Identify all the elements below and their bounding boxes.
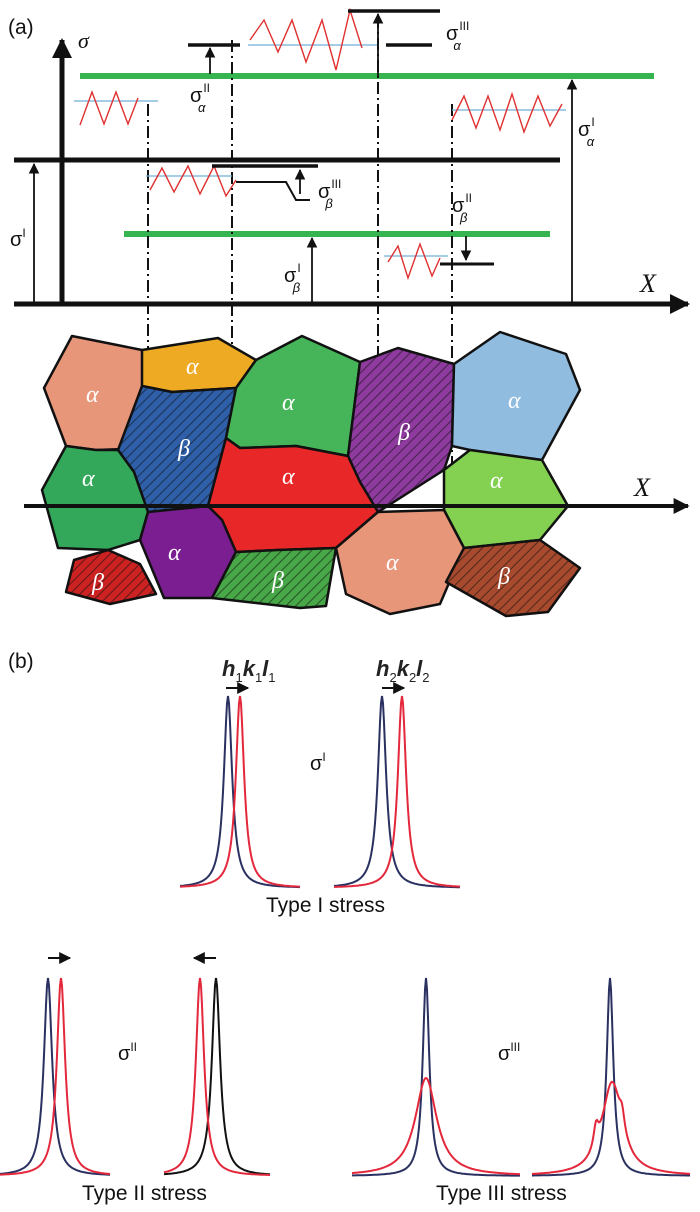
peak-type1-hkl1-shifted — [179, 695, 301, 888]
peak-type3-b-broadened — [532, 1080, 690, 1175]
grain-label: α — [168, 540, 181, 566]
peak-type2-a-shifted — [0, 977, 111, 1176]
peak-type3-a-broadened — [351, 1076, 521, 1176]
x-axis-top-label: X — [639, 269, 657, 298]
grain-label: α — [282, 390, 295, 416]
zigzag-beta-left — [149, 164, 237, 198]
sigma-I-label: σI — [10, 226, 26, 251]
grain-beta-brown-hatch-overlay — [446, 540, 580, 616]
grain-alpha-lightgreen — [442, 448, 570, 550]
grain-label: α — [186, 354, 199, 380]
grain-label: β — [497, 564, 510, 590]
grain-microstructure: α α β α β α α α α α β β α β X — [24, 330, 690, 618]
grain-label: α — [490, 468, 503, 494]
peak-type3-a-reference — [352, 977, 520, 1177]
diffraction-peaks — [0, 695, 690, 1177]
sigma-III-beta-bracket — [236, 181, 310, 201]
peak-type1-hkl2-reference — [334, 695, 460, 889]
sigma-III-b-label: σIII — [498, 1040, 520, 1065]
grain-beta-green-bottom-hatch-overlay — [212, 548, 336, 608]
sigma-I-b-label: σI — [310, 750, 326, 775]
sigma-II-b-label: σII — [118, 1040, 137, 1065]
x-axis-grains-label: X — [633, 473, 651, 502]
peak-type2-a-reference — [0, 977, 110, 1176]
peak-type2-b-black — [163, 977, 270, 1176]
grain-beta-purple-hatch-overlay — [348, 348, 454, 512]
hkl-1-label: h1k1l1 — [222, 656, 276, 685]
type-II-caption: Type II stress — [82, 1182, 207, 1205]
grain-beta-blue-hatch-overlay — [118, 386, 236, 512]
type-I-caption: Type I stress — [266, 894, 385, 917]
grain-label: α — [86, 382, 99, 408]
grain-alpha-lightblue — [450, 330, 582, 462]
grain-label: α — [508, 388, 521, 414]
panel-b-label: (b) — [8, 650, 34, 673]
zigzag-beta-right — [387, 241, 441, 281]
peak-type2-b-shifted — [163, 977, 270, 1176]
grain-label: α — [82, 466, 95, 492]
panel-a-label: (a) — [8, 16, 34, 39]
zigzag-traces — [74, 7, 566, 281]
grain-beta-red-small-hatch-overlay — [66, 550, 156, 604]
sigma-axis-label: σ — [78, 28, 90, 53]
grain-label: β — [91, 570, 104, 596]
grain-phase-labels: α α β α β α α α α α β β α β — [82, 354, 521, 596]
peak-type3-b-reference — [532, 977, 690, 1177]
panel-b: (b) h1k1l1 h2k2l2 σI σII σIII Type I str… — [0, 650, 690, 1205]
hkl-2-label: h2k2l2 — [376, 656, 430, 685]
grain-label: β — [397, 420, 410, 446]
zigzag-alpha-right — [451, 91, 563, 135]
peak-type1-hkl1-reference — [180, 695, 300, 889]
grain-label: β — [177, 436, 190, 462]
grain-label: β — [271, 568, 284, 594]
grain-label: α — [386, 550, 399, 576]
zigzag-alpha-top — [249, 7, 363, 71]
zigzag-alpha-left — [79, 89, 139, 126]
type-III-caption: Type III stress — [436, 1182, 567, 1205]
peak-type1-hkl2-shifted — [333, 695, 461, 888]
grain-label: α — [282, 464, 295, 490]
